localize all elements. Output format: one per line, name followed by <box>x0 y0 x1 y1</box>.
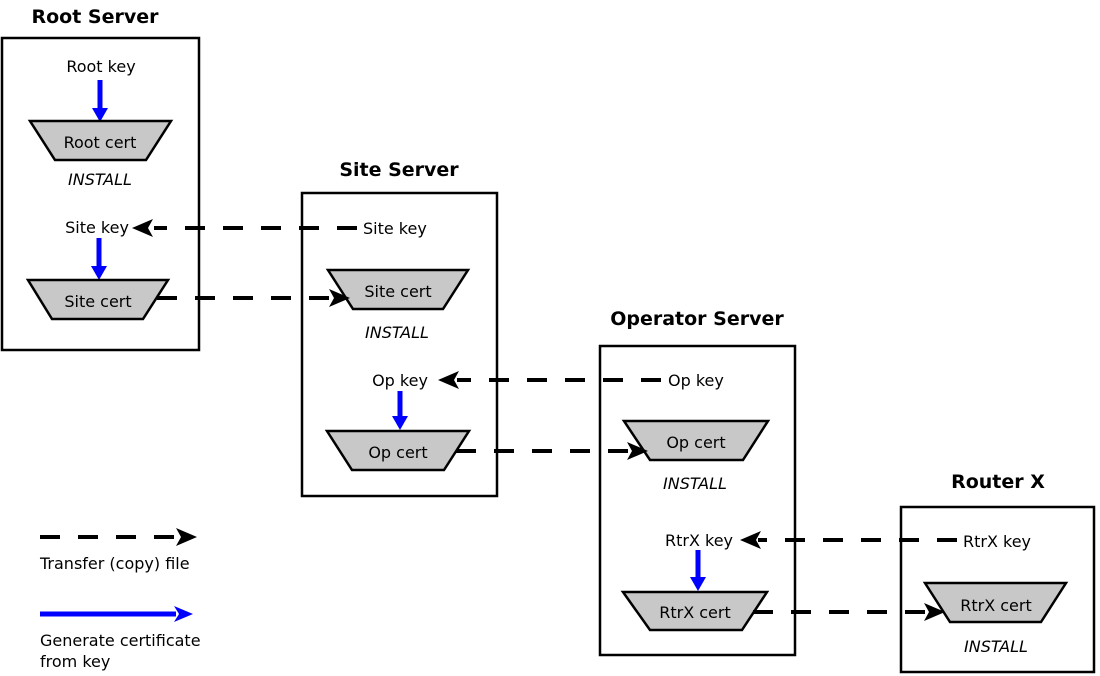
legend-generate-label-line2: from key <box>40 652 110 671</box>
generate-arrow-op-cert-head-icon <box>392 416 408 430</box>
router-x-node: Router X RtrX key RtrX cert INSTALL <box>899 471 1096 674</box>
site-server-title: Site Server <box>339 159 459 181</box>
root-cert-shape <box>27 119 174 162</box>
operator-install-label: INSTALL <box>663 474 727 493</box>
operator-server-node: Operator Server Op key Op cert INSTALL R… <box>598 308 797 657</box>
transfer-arrow-op-key-head-icon <box>438 371 459 389</box>
router-rtrx-cert-shape <box>922 581 1069 624</box>
legend-generate-arrow-head-icon <box>174 606 193 622</box>
operator-op-cert-label: Op cert <box>666 433 725 452</box>
transfer-arrow-rtrx-key-head-icon <box>740 531 761 549</box>
root-site-key-label: Site key <box>65 218 129 237</box>
root-cert-label: Root cert <box>64 133 137 152</box>
legend-transfer-label: Transfer (copy) file <box>39 554 190 573</box>
router-x-title: Router X <box>951 471 1045 493</box>
root-server-title: Root Server <box>31 6 159 28</box>
transfer-arrow-rtrx-cert-head-icon <box>924 603 945 621</box>
site-cert-label: Site cert <box>364 282 431 301</box>
site-op-cert-label: Op cert <box>368 443 427 462</box>
root-site-cert-shape <box>25 278 171 321</box>
operator-rtrx-key-label: RtrX key <box>665 531 733 550</box>
site-server-node: Site Server Site key Site cert INSTALL O… <box>300 159 499 498</box>
transfer-arrow-op-cert-head-icon <box>627 442 648 460</box>
generate-arrow-rtrx-cert-head-icon <box>690 577 706 591</box>
site-key-label: Site key <box>363 219 427 238</box>
operator-server-title: Operator Server <box>610 308 784 330</box>
transfer-arrow-site-cert-head-icon <box>329 289 350 307</box>
transfer-arrow-site-key-head-icon <box>132 219 153 237</box>
generate-arrow-root-cert-head-icon <box>92 108 108 122</box>
root-key-label: Root key <box>66 57 135 76</box>
operator-rtrx-cert-shape <box>620 590 770 632</box>
site-install-label: INSTALL <box>365 323 429 342</box>
router-install-label: INSTALL <box>964 637 1028 656</box>
operator-op-cert-shape <box>621 419 771 462</box>
generate-arrow-site-cert-head-icon <box>91 266 107 280</box>
legend-transfer-arrow-head-icon <box>176 528 197 546</box>
transfer-arrows <box>132 219 957 621</box>
legend: Transfer (copy) file Generate certificat… <box>39 528 201 671</box>
router-rtrx-cert-label: RtrX cert <box>960 596 1032 615</box>
legend-generate-label-line1: Generate certificate <box>40 631 201 650</box>
router-rtrx-key-label: RtrX key <box>963 532 1031 551</box>
site-op-key-label: Op key <box>372 371 428 390</box>
operator-rtrx-cert-label: RtrX cert <box>659 603 731 622</box>
site-op-cert-shape <box>324 429 472 472</box>
root-site-cert-label: Site cert <box>64 292 131 311</box>
operator-op-key-label: Op key <box>668 371 724 390</box>
root-install-label: INSTALL <box>68 170 132 189</box>
